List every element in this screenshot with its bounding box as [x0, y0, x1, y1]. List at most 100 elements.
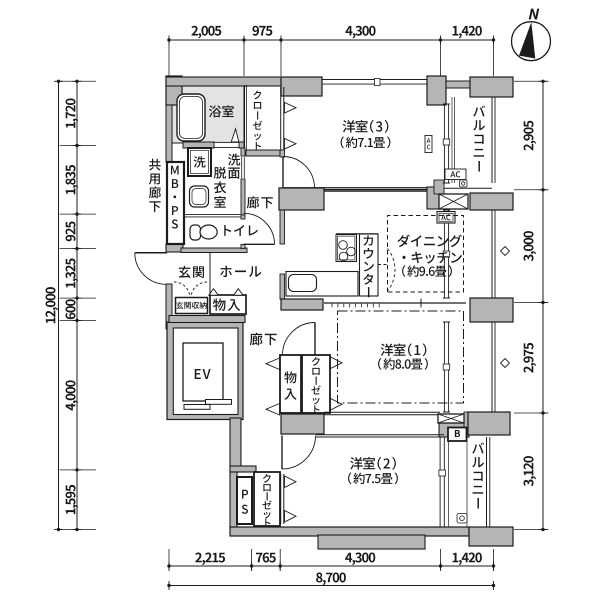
dim-right-3 — [523, 342, 537, 373]
label-dk-1 — [397, 234, 462, 248]
dim-top-1 — [191, 25, 222, 39]
hall-storage-door-mark-1 — [207, 287, 220, 296]
floor-plan — [134, 75, 514, 550]
washroom-east-wall-top — [240, 147, 246, 157]
toilet-tank — [189, 224, 202, 241]
dk-dashed-boundary — [387, 215, 464, 293]
closet-room3-south-wall — [245, 149, 281, 157]
closet-room3-door-tri-1 — [284, 101, 298, 114]
toilet-east-wall-bottom — [240, 244, 246, 249]
corridor-east-wall-a — [279, 209, 285, 245]
label-closet-south — [262, 474, 272, 528]
pillar-bottom-right — [468, 526, 514, 547]
meter-box — [165, 160, 186, 246]
room2-door-arc — [281, 435, 316, 470]
dim-right-2 — [523, 231, 537, 262]
label-ac-balcony — [450, 171, 461, 178]
label-room1 — [380, 343, 427, 357]
room1-dashdot-boundary — [337, 310, 464, 404]
b-box-outer — [447, 426, 468, 442]
hall-north-wall — [180, 247, 248, 253]
ac-unit-balcony-box — [444, 168, 467, 180]
room1-door-arc — [282, 322, 316, 356]
kitchen-sink — [287, 273, 318, 293]
dim-left-5 — [65, 299, 76, 320]
label-hall-storage — [213, 298, 241, 311]
top-wall-corner-block — [469, 76, 514, 98]
label-room3 — [342, 119, 389, 133]
closet-mid-door-tri-2 — [330, 397, 344, 411]
hall-south-wall — [168, 314, 246, 324]
corridor-east-wall-b — [279, 273, 285, 300]
label-closet-room3 — [252, 90, 263, 151]
pillar-right-1 — [469, 192, 514, 211]
label-washroom-col2 — [213, 166, 227, 208]
stove-burner-2 — [346, 246, 356, 257]
text-labels — [45, 8, 540, 586]
label-north — [528, 8, 540, 20]
label-ac-dk — [441, 214, 451, 221]
bath-south-wall-east — [238, 141, 245, 149]
pillar-right-3 — [467, 411, 511, 436]
vent-diamond-1 — [499, 245, 511, 257]
dim-bottom-2 — [255, 552, 276, 563]
dim-left-7 — [65, 484, 79, 515]
kitchen-south-block — [280, 298, 324, 311]
dim-left-total — [45, 287, 59, 324]
window-room3-north-mark — [374, 78, 381, 86]
label-storage-mid — [284, 371, 297, 400]
ev-door-bar-2 — [205, 399, 232, 405]
pillar-top-room3 — [426, 75, 447, 106]
dim-bottom-total — [316, 572, 346, 586]
stove-burner-3 — [338, 251, 349, 262]
toilet-bowl — [199, 224, 218, 240]
ev-car — [182, 342, 224, 402]
label-dk-size — [402, 265, 452, 277]
hall-storage-door-mark-2 — [232, 287, 244, 296]
shaft-x-south-d2 — [437, 413, 465, 424]
toilet-east-wall-top — [240, 214, 246, 220]
label-hall — [220, 265, 262, 277]
dim-left-3 — [65, 221, 76, 242]
balcony-south-drain-hole — [459, 515, 465, 521]
ps-west-wall — [229, 471, 238, 529]
balcony-north-edge-block — [433, 179, 445, 195]
toilet-door-arc — [243, 212, 275, 245]
closet-room3-door-tri-2 — [284, 137, 298, 150]
closet-mid-door-tri-1 — [330, 356, 344, 370]
wall-corridor-turn — [229, 465, 257, 473]
storage-mid-hall-box — [279, 354, 302, 414]
bottom-wall-block — [317, 534, 426, 550]
label-toilet — [224, 224, 258, 236]
bathtub-outer — [176, 93, 206, 142]
stove-burner-1 — [338, 240, 348, 250]
vanity-inner — [191, 188, 207, 205]
balcony-north-drain-hole — [461, 181, 466, 186]
dim-bottom-1 — [195, 552, 226, 566]
shaft-x-north-d2 — [438, 193, 469, 210]
label-room3-size — [340, 136, 391, 149]
dim-left-2 — [65, 165, 79, 195]
dim-bottom-4 — [452, 552, 482, 566]
label-ac-room3 — [426, 138, 431, 150]
window-room1-mark — [442, 363, 451, 371]
kitchen-counter-strip — [358, 233, 379, 297]
dim-right-4 — [523, 456, 537, 487]
top-wall-mid — [445, 80, 471, 89]
window-room2-mark — [438, 469, 446, 477]
genkan-door-dashed-arc-2 — [190, 281, 208, 298]
north-needle — [519, 22, 536, 59]
window-dk-mark — [442, 250, 451, 258]
ps-box — [236, 476, 253, 525]
dim-top-4 — [452, 25, 482, 39]
dk-door-dashed-arc — [387, 248, 396, 292]
label-balcony-north — [473, 105, 486, 172]
label-shoe-cabinet — [176, 301, 207, 309]
label-washroom-col1 — [227, 153, 241, 179]
label-closet-mid — [311, 357, 321, 414]
dim-left-4 — [65, 258, 79, 288]
label-ps — [241, 489, 249, 514]
label-bathroom — [208, 105, 234, 118]
